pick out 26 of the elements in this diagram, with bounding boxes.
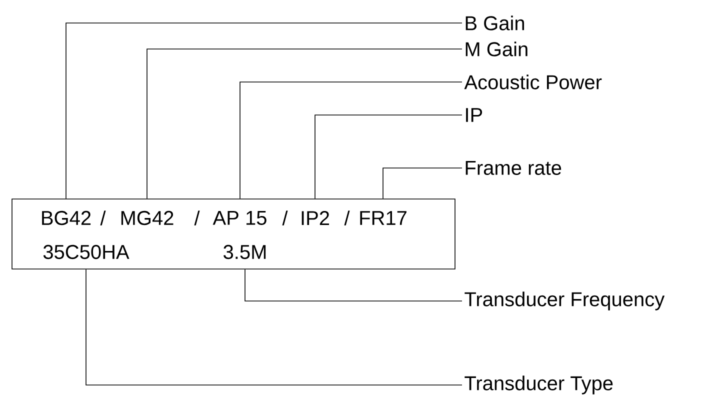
display-value: BG42 <box>42 210 91 226</box>
callout-label: B Gain <box>466 16 524 30</box>
leader-line <box>86 269 462 386</box>
leader-line <box>240 82 462 199</box>
callout-label: Transducer Frequency <box>464 292 665 310</box>
callout-label: Transducer Type <box>464 376 613 394</box>
separator-slash: / <box>194 210 200 226</box>
leader-line <box>314 114 462 199</box>
leader-line <box>146 48 462 199</box>
callout-label: M Gain <box>466 42 528 56</box>
leader-line <box>244 269 462 302</box>
display-value: MG42 <box>121 210 174 226</box>
separator-slash: / <box>344 210 350 226</box>
callout-label: IP <box>466 108 482 122</box>
callout-label: Acoustic Power <box>464 74 602 90</box>
leader-line <box>382 168 462 199</box>
callout-label: Frame rate <box>466 161 562 175</box>
display-box <box>12 198 456 270</box>
display-value: AP 15 <box>212 211 266 225</box>
display-value: IP2 <box>302 211 329 225</box>
separator-slash: / <box>100 210 106 226</box>
leader-line <box>66 22 462 199</box>
display-value: 3.5M <box>224 244 266 260</box>
display-value: FR17 <box>360 211 406 225</box>
display-value: 35C50HA <box>43 244 130 260</box>
separator-slash: / <box>282 210 288 226</box>
